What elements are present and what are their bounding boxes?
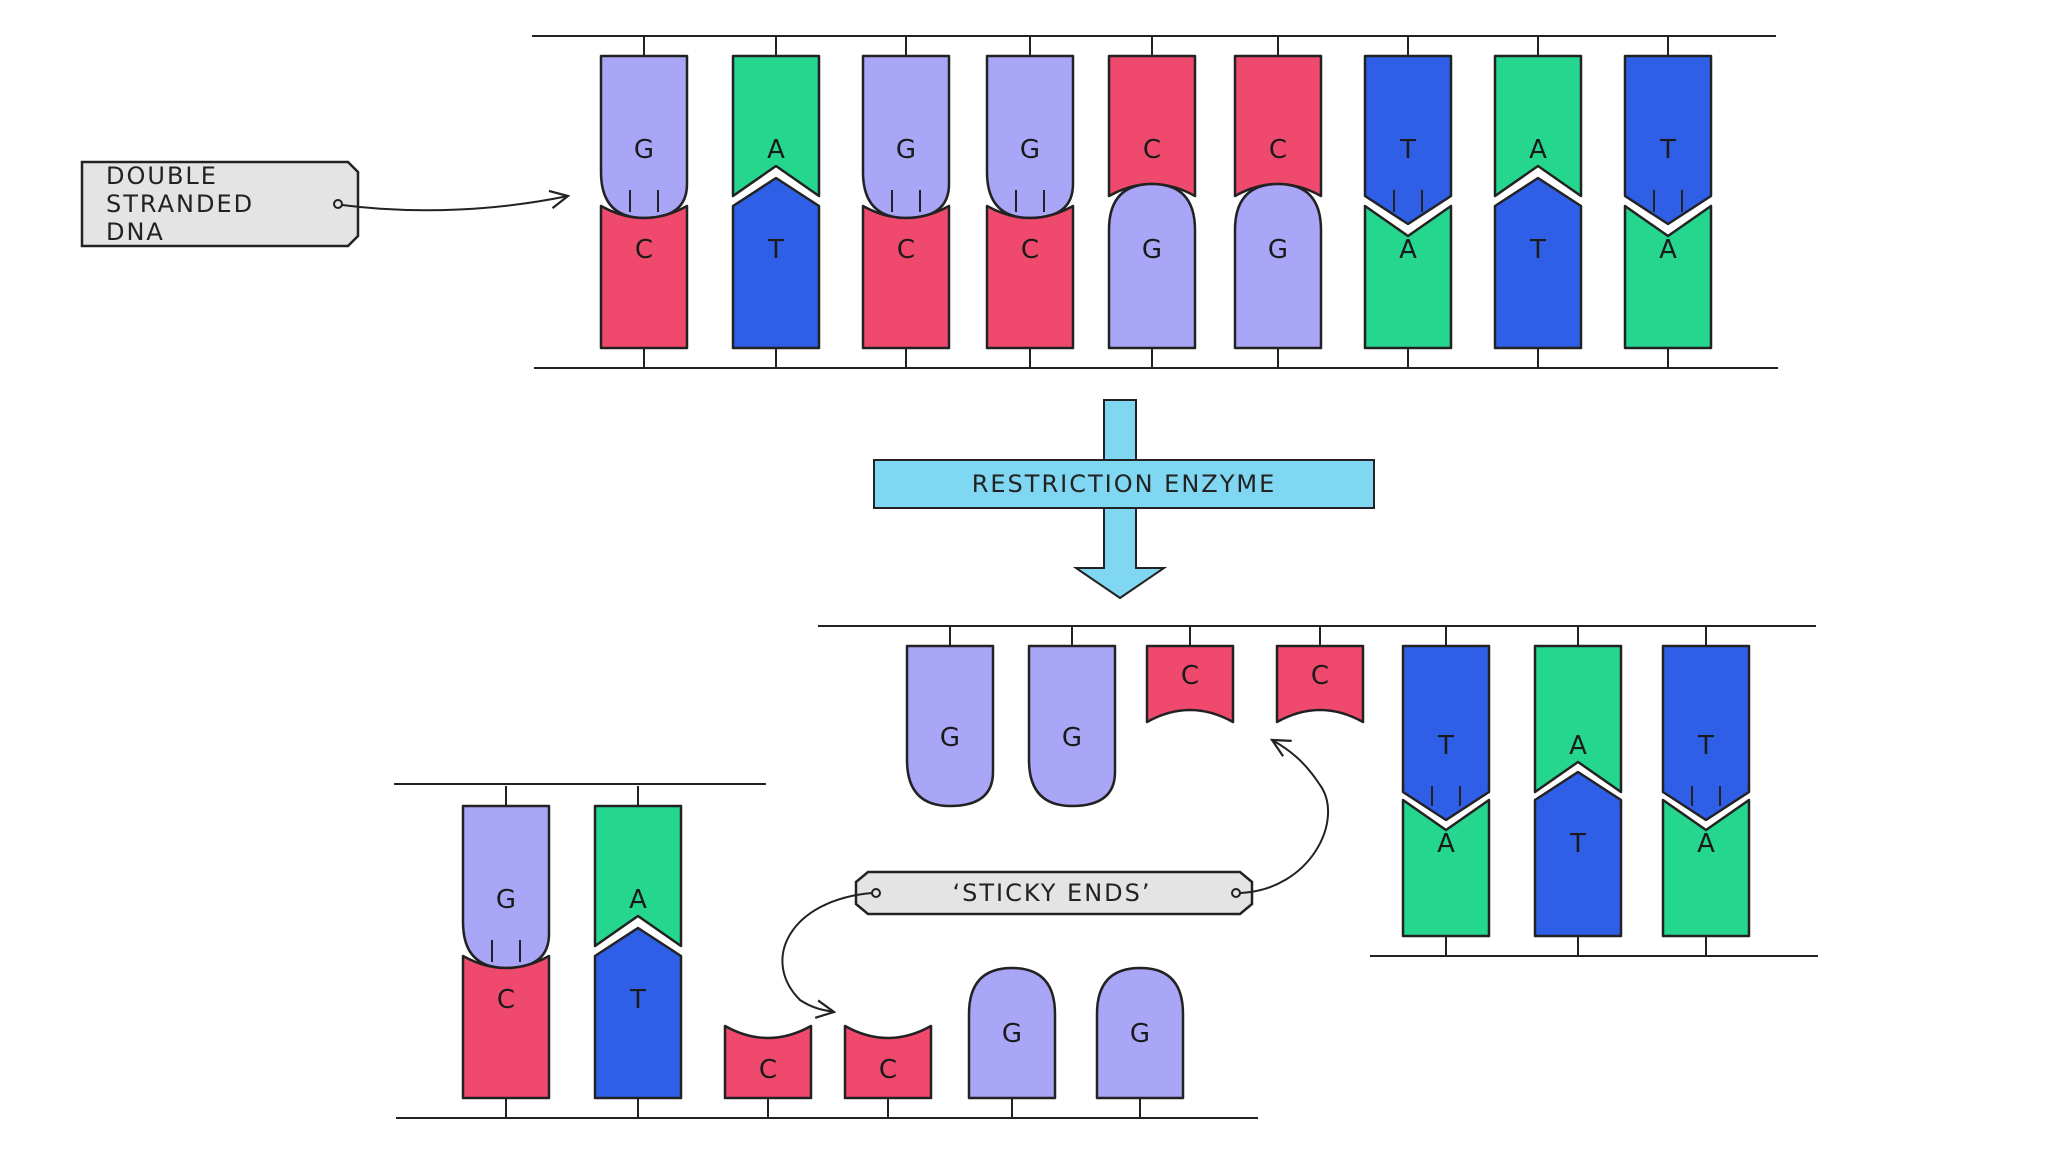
left-fragment-top-base-1: G	[461, 804, 551, 970]
right-fragment-top-base-2-letter: G	[1062, 723, 1082, 753]
top-strand-base-4-letter: G	[1020, 135, 1040, 165]
top-strand-base-7-letter: T	[1399, 135, 1416, 165]
right-fragment-bottom-base-1: A	[1401, 798, 1491, 938]
enzyme-label-box	[873, 459, 1375, 509]
bottom-strand-base-1-letter: C	[635, 235, 653, 265]
bottom-strand-base-6: G	[1233, 182, 1323, 350]
top-strand-base-5-letter: C	[1143, 135, 1161, 165]
bottom-strand-base-1: C	[599, 204, 689, 350]
right-fragment-bottom-base-3: A	[1661, 798, 1751, 938]
top-strand-base-1: G	[599, 54, 689, 220]
top-strand-base-9-letter: T	[1659, 135, 1676, 165]
top-strand-base-8: A	[1493, 54, 1583, 198]
left-fragment-top-base-2-letter: A	[629, 885, 647, 915]
bottom-strand-base-9-letter: A	[1659, 235, 1677, 265]
enzyme-label: RESTRICTION ENZYME	[972, 470, 1277, 498]
bottom-strand-base-2: T	[731, 176, 821, 350]
bottom-strand-base-2-letter: T	[767, 235, 784, 265]
top-strand-base-6: C	[1233, 54, 1323, 198]
top-strand-base-4: G	[985, 54, 1075, 220]
loose-base-1: G	[967, 966, 1057, 1100]
sticky-ends-text: ‘STICKY ENDS’	[953, 879, 1152, 907]
top-strand-base-7: T	[1363, 54, 1453, 226]
bottom-strand-base-3-letter: C	[897, 235, 915, 265]
bottom-strand-base-4-letter: C	[1021, 235, 1039, 265]
right-fragment-top-base-3-letter: C	[1181, 661, 1199, 691]
left-fragment-bottom-base-3-letter: C	[759, 1055, 777, 1085]
top-strand-base-1-letter: G	[634, 135, 654, 165]
top-strand-base-2-letter: A	[767, 135, 785, 165]
bottom-strand-base-5: G	[1107, 182, 1197, 350]
loose-base-2: G	[1095, 966, 1185, 1100]
right-fragment-top-base-1: G	[905, 644, 995, 808]
right-fragment-top-base-4-letter: C	[1311, 661, 1329, 691]
top-strand-base-8-letter: A	[1529, 135, 1547, 165]
top-strand-base-5: C	[1107, 54, 1197, 198]
label-line-dna: DNA	[106, 218, 165, 246]
left-fragment-bottom-base-1-letter: C	[497, 985, 515, 1015]
left-fragment-top-base-1-letter: G	[496, 885, 516, 915]
bottom-strand-base-7-letter: A	[1399, 235, 1417, 265]
bottom-strand-base-9: A	[1623, 204, 1713, 350]
backbones	[394, 35, 1818, 1119]
left-fragment-top-base-2: A	[593, 804, 683, 948]
right-fragment-top-base-6-letter: A	[1569, 731, 1587, 761]
bottom-strand-base-8-letter: T	[1529, 235, 1546, 265]
right-fragment-top-base-4: C	[1275, 644, 1365, 724]
right-fragment-top-base-3: C	[1145, 644, 1235, 724]
left-fragment-bottom-base-2: T	[593, 926, 683, 1100]
loose-base-2-letter: G	[1130, 1019, 1150, 1049]
top-strand-base-3: G	[861, 54, 951, 220]
bottom-strand-base-7: A	[1363, 204, 1453, 350]
top-strand-base-3-letter: G	[896, 135, 916, 165]
bottom-strand-base-8: T	[1493, 176, 1583, 350]
left-fragment-bottom-base-4-letter: C	[879, 1055, 897, 1085]
right-fragment-bottom-base-3-letter: A	[1697, 829, 1715, 859]
right-fragment-bottom-base-2-letter: T	[1569, 829, 1586, 859]
right-fragment-bottom-base-1-letter: A	[1437, 829, 1455, 859]
right-fragment-top-base-1-letter: G	[940, 723, 960, 753]
sticky-ends-arrow-right	[1239, 740, 1330, 894]
right-fragment-top-base-5-letter: T	[1437, 731, 1454, 761]
right-fragment-top-base-7-letter: T	[1697, 731, 1714, 761]
bottom-strand-base-5-letter: G	[1142, 235, 1162, 265]
right-fragment-top-base-2: G	[1027, 644, 1117, 808]
double-stranded-dna-label: DOUBLE STRANDED DNA	[80, 160, 568, 248]
right-fragment-bottom-base-2: T	[1533, 770, 1623, 938]
sticky-ends-label: ‘STICKY ENDS’	[781, 740, 1330, 1012]
left-fragment-bottom-base-2-letter: T	[629, 985, 646, 1015]
top-strand-base-2: A	[731, 54, 821, 198]
left-fragment-bottom-base-1: C	[461, 954, 551, 1100]
right-fragment-top-base-6: A	[1533, 644, 1623, 794]
top-strand-base-9: T	[1623, 54, 1713, 226]
top-strand-base-6-letter: C	[1269, 135, 1287, 165]
bottom-strand-base-4: C	[985, 204, 1075, 350]
label-pointer-arrow	[341, 196, 568, 212]
label-line-stranded: STRANDED	[106, 190, 254, 218]
sticky-ends-arrow-left	[781, 892, 873, 1012]
right-fragment-top-base-7: T	[1661, 644, 1751, 822]
restriction-enzyme-arrow: RESTRICTION ENZYME	[873, 399, 1375, 600]
bases: G A G G C C T A T C T C C G G A T A G G C C T A T A T A G A C T C C G G	[461, 36, 1751, 1118]
bottom-strand-base-3: C	[861, 204, 951, 350]
right-fragment-top-base-5: T	[1401, 644, 1491, 822]
bottom-strand-base-6-letter: G	[1268, 235, 1288, 265]
left-fragment-bottom-base-3: C	[723, 1024, 813, 1100]
label-line-double: DOUBLE	[106, 162, 218, 190]
left-fragment-bottom-base-4: C	[843, 1024, 933, 1100]
loose-base-1-letter: G	[1002, 1019, 1022, 1049]
